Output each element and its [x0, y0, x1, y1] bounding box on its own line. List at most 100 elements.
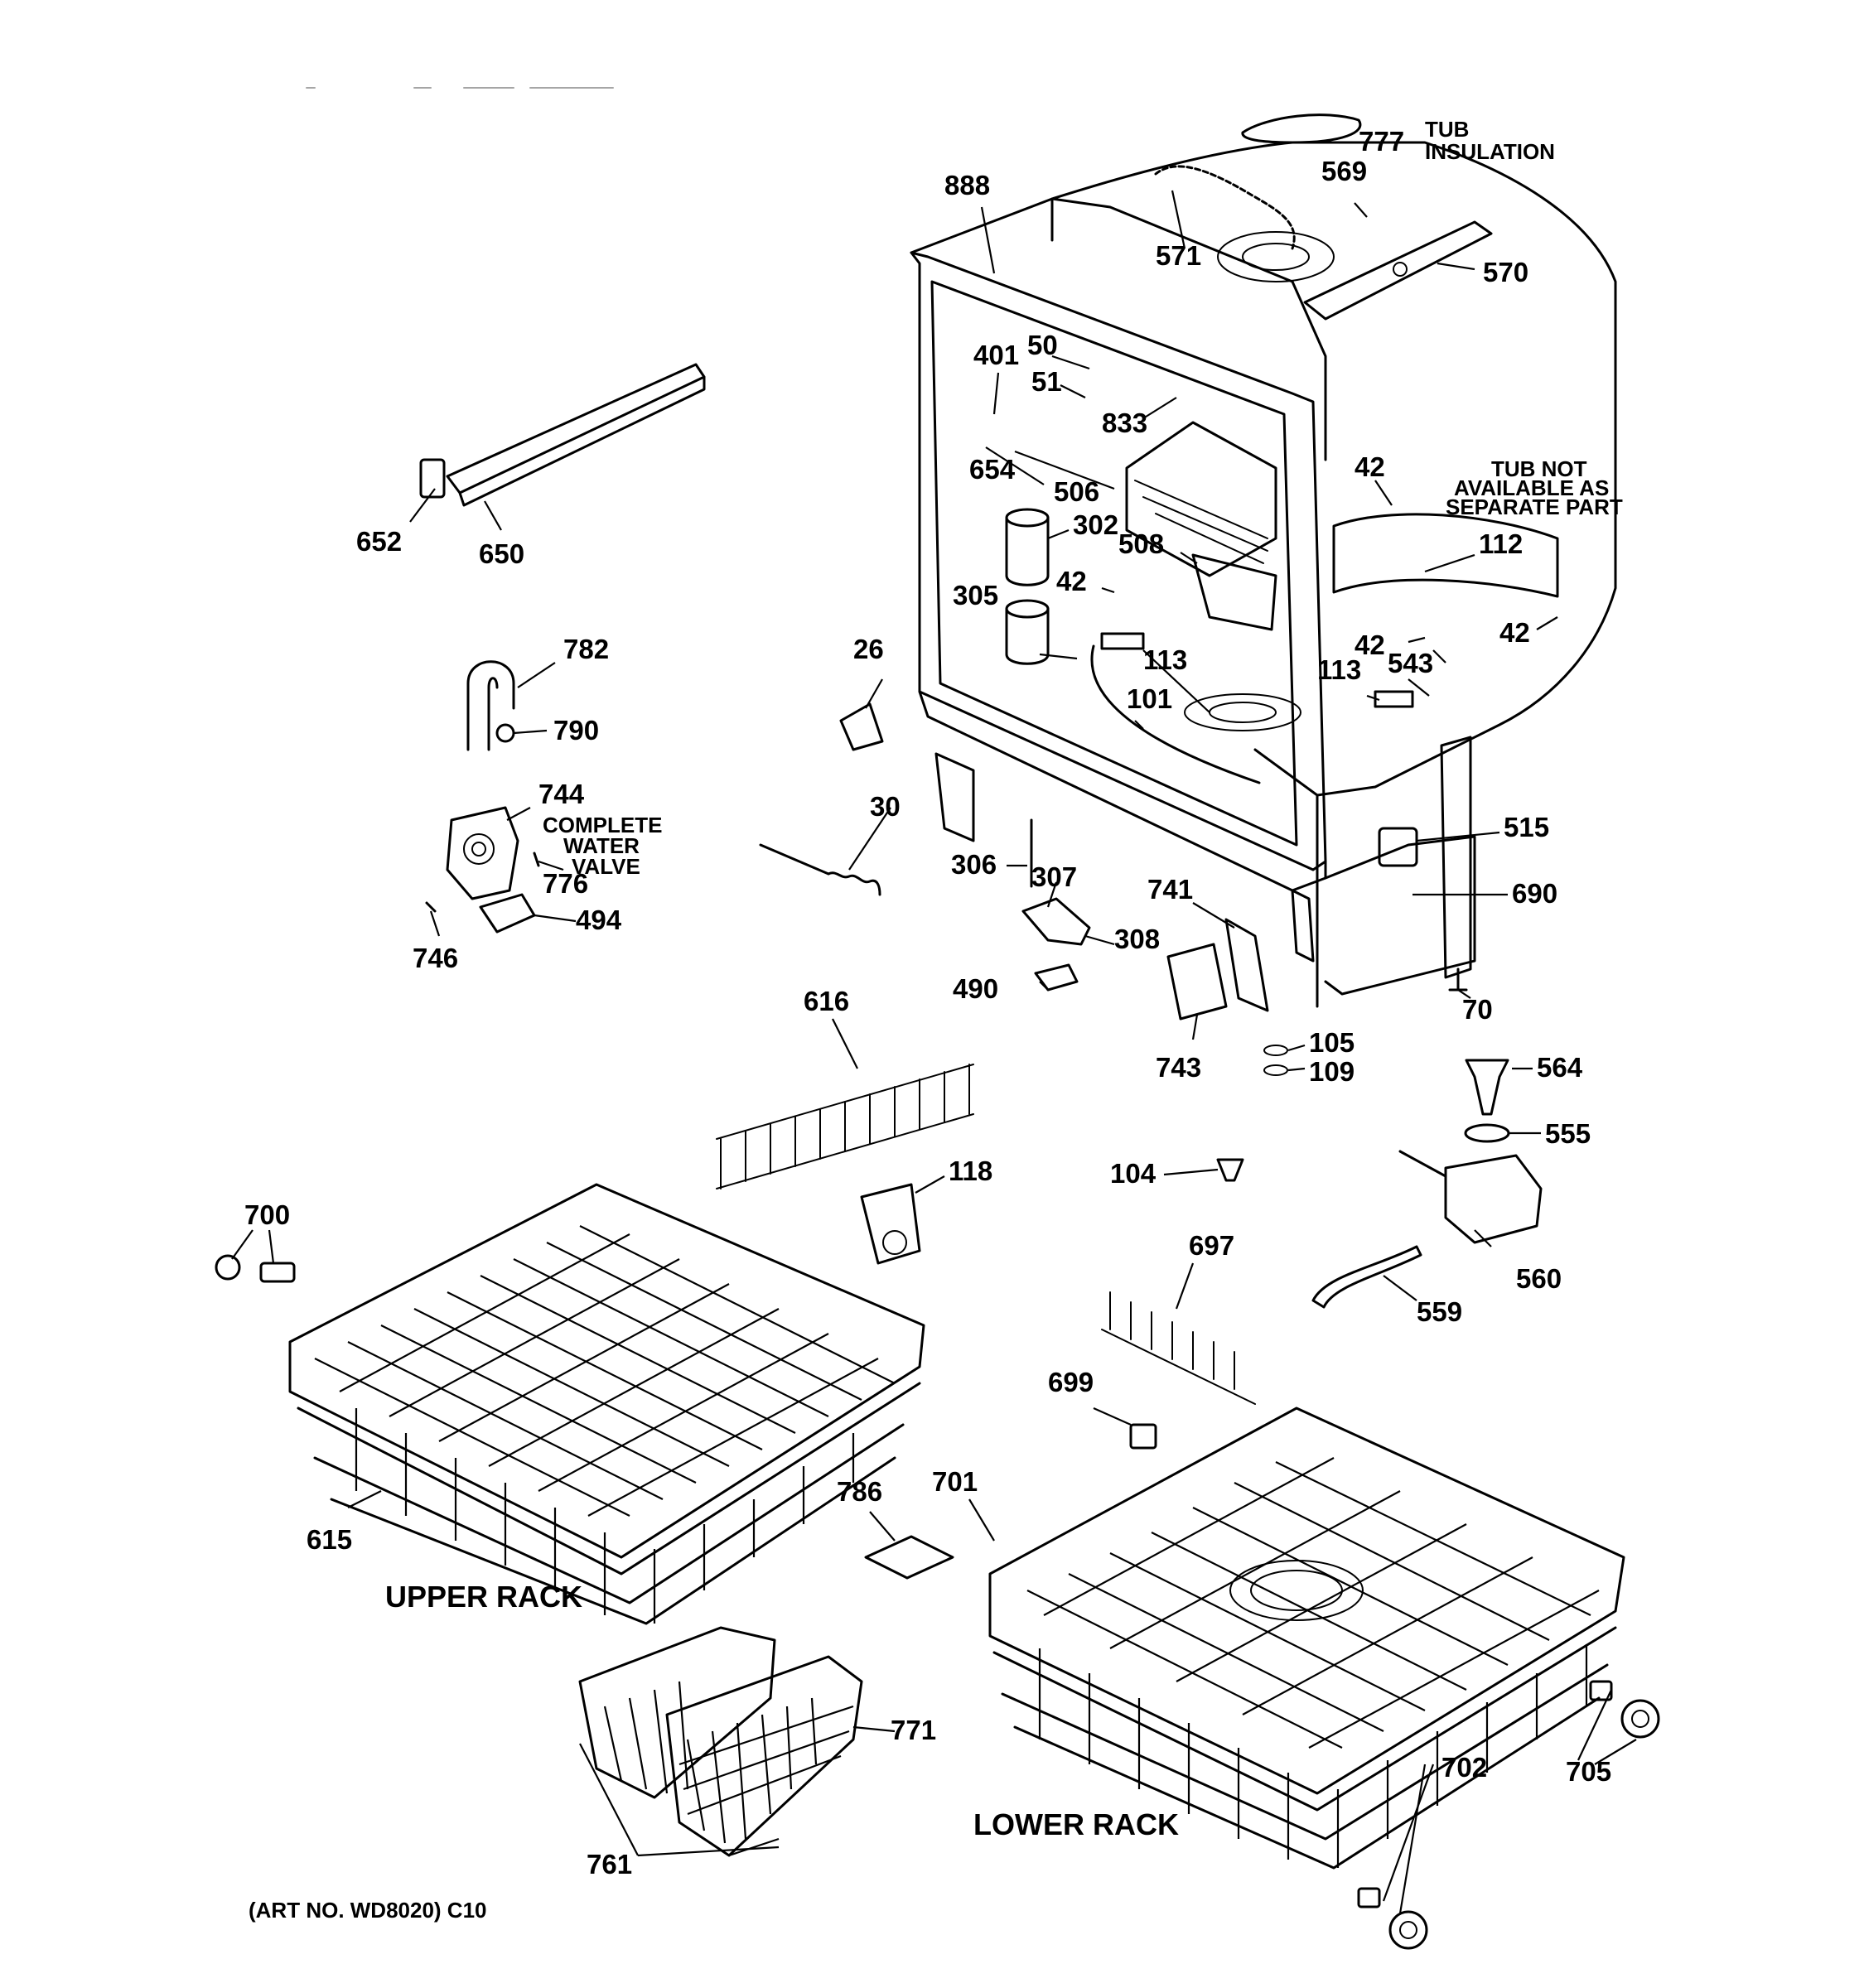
- tub-insulation: [1241, 113, 1362, 144]
- hose-559: [1311, 1245, 1422, 1309]
- wheel-705: [1620, 1699, 1660, 1739]
- silverware-baskets: [578, 1626, 863, 1857]
- part-label-302: 302: [1073, 509, 1118, 540]
- part-label-42-d: 42: [1499, 617, 1530, 648]
- part-label-490: 490: [953, 973, 998, 1004]
- pump-560: [1444, 1154, 1543, 1244]
- wheel-702: [1388, 1910, 1428, 1950]
- part-label-506: 506: [1054, 476, 1099, 507]
- part-label-109: 109: [1309, 1056, 1355, 1087]
- part-label-494: 494: [576, 905, 622, 935]
- notes: TUB INSULATION TUB NOT AVAILABLE AS SEPA…: [543, 117, 1623, 879]
- part-label-700: 700: [244, 1199, 290, 1230]
- detergent-cup-302: [1005, 508, 1050, 528]
- rinse-cup-305: [1005, 599, 1050, 619]
- part-label-690: 690: [1512, 878, 1557, 909]
- note-water-valve-2: WATER: [563, 833, 640, 858]
- part-label-833: 833: [1102, 408, 1147, 438]
- part-label-42-c: 42: [1355, 630, 1385, 660]
- part-label-564: 564: [1537, 1052, 1583, 1083]
- part-label-790: 790: [553, 715, 599, 746]
- part-label-305: 305: [953, 580, 998, 610]
- part-label-101: 101: [1127, 683, 1172, 714]
- part-label-615: 615: [307, 1524, 352, 1555]
- part-label-543: 543: [1388, 648, 1433, 678]
- part-label-705: 705: [1566, 1756, 1611, 1787]
- part-label-888: 888: [944, 170, 990, 200]
- vent-506: [1125, 421, 1277, 577]
- note-tub-not-3: SEPARATE PART: [1446, 495, 1623, 519]
- latch-26: [839, 702, 884, 751]
- part-label-697: 697: [1189, 1230, 1234, 1261]
- wheel-700: [215, 1254, 241, 1281]
- tub-assembly: [910, 113, 1617, 1008]
- switch-307: [1021, 897, 1091, 946]
- part-515: [1378, 827, 1418, 867]
- part-label-699: 699: [1048, 1367, 1094, 1397]
- bracket-494: [479, 893, 536, 934]
- part-label-746: 746: [413, 943, 458, 973]
- caption-lower-rack: LOWER RACK: [973, 1807, 1179, 1841]
- part-label-70: 70: [1462, 994, 1493, 1025]
- part-label-555: 555: [1545, 1118, 1591, 1149]
- part-label-113-b: 113: [1317, 654, 1361, 685]
- part-label-307: 307: [1031, 861, 1077, 892]
- part-label-741: 741: [1147, 874, 1193, 905]
- bracket-741: [1224, 918, 1269, 1012]
- part-label-508: 508: [1118, 528, 1164, 559]
- part-label-777: 777: [1359, 126, 1404, 157]
- rail-650: [446, 363, 706, 507]
- part-label-744: 744: [538, 779, 585, 809]
- clamp-790: [495, 723, 515, 743]
- part-label-112: 112: [1479, 528, 1523, 559]
- part-label-761: 761: [587, 1849, 632, 1879]
- part-labels: 777 569 888 571 570 401 50 51 833 654 50…: [244, 126, 1611, 1879]
- part-label-571: 571: [1156, 240, 1201, 271]
- part-564: [1465, 1059, 1509, 1116]
- part-label-782: 782: [563, 634, 609, 664]
- part-label-26: 26: [853, 634, 884, 664]
- part-label-113-a: 113: [1143, 644, 1187, 675]
- note-water-valve-1: COMPLETE: [543, 813, 662, 837]
- part-label-702: 702: [1441, 1752, 1487, 1783]
- part-label-650: 650: [479, 538, 524, 569]
- part-786: [864, 1535, 954, 1580]
- part-label-306: 306: [951, 849, 997, 880]
- tine-row-697: [1101, 1291, 1256, 1405]
- tub-body: [1050, 141, 1617, 1008]
- part-label-50: 50: [1027, 330, 1058, 360]
- part-label-560: 560: [1516, 1263, 1562, 1294]
- art-number: (ART NO. WD8020) C10: [249, 1898, 487, 1923]
- caption-upper-rack: UPPER RACK: [385, 1580, 582, 1614]
- rack-rail-616: [716, 1064, 974, 1189]
- fill-hose: [1154, 165, 1296, 250]
- upper-rack: [288, 1183, 925, 1625]
- part-label-104: 104: [1110, 1158, 1157, 1189]
- leader-lines: [231, 141, 1637, 1914]
- note-tub-not-2: AVAILABLE AS: [1454, 475, 1609, 500]
- note-water-valve-3: VALVE: [572, 854, 640, 879]
- part-label-776: 776: [543, 868, 588, 899]
- part-label-570: 570: [1483, 257, 1528, 287]
- box-743: [1166, 943, 1228, 1021]
- part-label-30: 30: [870, 791, 901, 822]
- part-label-42-a: 42: [1355, 451, 1385, 482]
- note-tub-insulation-1: TUB: [1425, 117, 1469, 142]
- part-label-652: 652: [356, 526, 402, 557]
- spring-30: [759, 843, 881, 896]
- part-label-105: 105: [1309, 1027, 1355, 1058]
- bracket-570: [1303, 220, 1493, 321]
- part-label-743: 743: [1156, 1052, 1201, 1083]
- lower-rack: [988, 1407, 1660, 1950]
- note-tub-not-1: TUB NOT: [1491, 456, 1587, 481]
- part-label-701: 701: [932, 1466, 978, 1497]
- part-label-515: 515: [1504, 812, 1549, 842]
- part-label-786: 786: [837, 1476, 882, 1507]
- part-label-42-b: 42: [1056, 566, 1087, 596]
- hose-782: [466, 660, 515, 751]
- part-label-654: 654: [969, 454, 1016, 485]
- part-118: [860, 1183, 921, 1265]
- part-label-616: 616: [804, 986, 849, 1016]
- water-valve-744: [446, 806, 519, 900]
